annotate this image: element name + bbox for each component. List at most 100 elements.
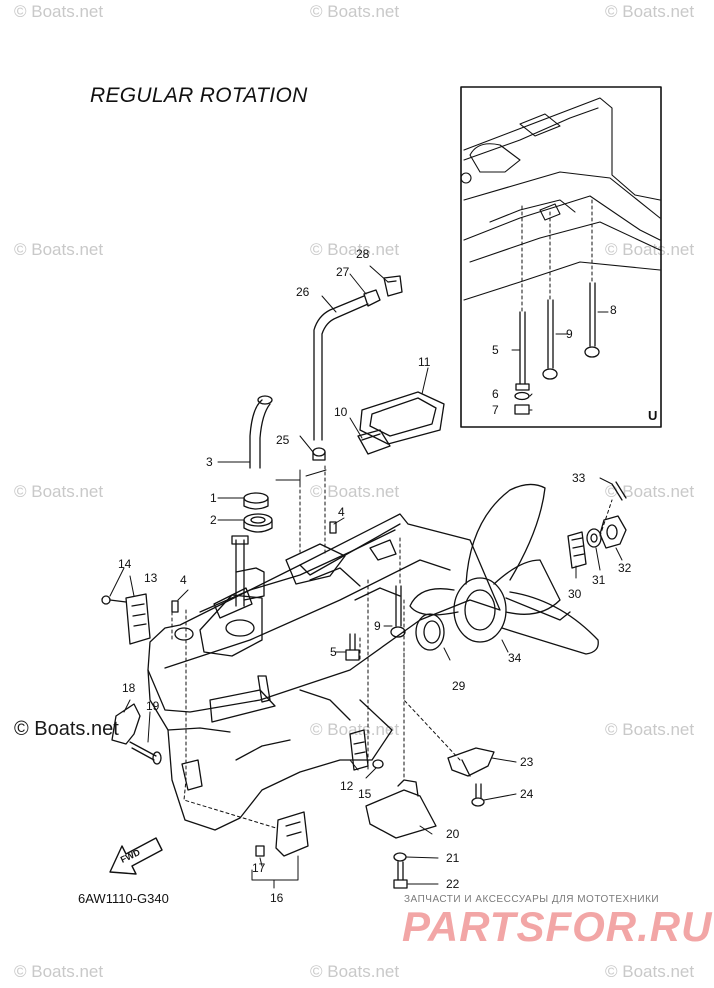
cotter-pin-33: [611, 481, 627, 501]
propeller-34: [409, 483, 599, 655]
callout-23: 23: [520, 755, 534, 769]
callout-27: 27: [336, 265, 350, 279]
watermark: © Boats.net: [605, 2, 695, 21]
callout-22: 22: [446, 877, 460, 891]
callout-29: 29: [452, 679, 466, 693]
callout-15: 15: [358, 787, 372, 801]
inset-bolt-9: [542, 299, 558, 380]
callout-21: 21: [446, 851, 460, 865]
anode-20: [365, 779, 437, 839]
inset-callout-9: 9: [566, 327, 573, 341]
inset-bolt-8: [584, 282, 600, 358]
trim-tab-18: [111, 703, 141, 745]
callout-18: 18: [122, 681, 136, 695]
inset-housing-sketch: [460, 97, 661, 301]
thrust-washer-29: [415, 613, 445, 651]
dowel-4-left: [171, 600, 179, 613]
watermark: © Boats.net: [605, 962, 695, 981]
screw-14: [101, 595, 127, 605]
inset-callout-7: 7: [492, 403, 499, 417]
watermark: © Boats.net: [14, 2, 104, 21]
spacer-30: [567, 531, 587, 569]
callout-14: 14: [118, 557, 132, 571]
holder-28: [383, 275, 403, 297]
grommet-1: [243, 492, 269, 510]
inset-callout-6: 6: [492, 387, 499, 401]
watermark: © Boats.net: [605, 482, 695, 501]
watermark: © Boats.net: [605, 240, 695, 259]
watermark: © Boats.net: [310, 2, 400, 21]
watermark: © Boats.net: [310, 240, 400, 259]
callout-9: 9: [374, 619, 381, 633]
fwd-arrow-icon: [109, 837, 163, 875]
callout-2: 2: [210, 513, 217, 527]
callout-19: 19: [146, 699, 160, 713]
callout-layer: 1234591011121314151617181920212223242526…: [118, 247, 632, 905]
callout-32: 32: [618, 561, 632, 575]
callout-24: 24: [520, 787, 534, 801]
bolt-17: [255, 845, 265, 857]
watermark: © Boats.net: [310, 482, 400, 501]
washer-15: [372, 759, 384, 769]
callout-10: 10: [334, 405, 348, 419]
nut-32: [599, 515, 627, 549]
collar-27: [363, 289, 381, 307]
seal-10: [357, 429, 391, 455]
callout-4: 4: [338, 505, 345, 519]
inset-callout-8: 8: [610, 303, 617, 317]
callout-1: 1: [210, 491, 217, 505]
callout-26: 26: [296, 285, 310, 299]
dowel-4-right: [329, 521, 337, 534]
washer-31: [586, 528, 602, 548]
diagram-code: 6AW1110-G340: [78, 891, 169, 906]
callout-17: 17: [252, 861, 266, 875]
grommet-2: [243, 513, 273, 533]
callout-12: 12: [340, 779, 354, 793]
callout-31: 31: [592, 573, 606, 587]
inset-label: U: [648, 408, 658, 423]
washer-21: [393, 852, 407, 862]
callout-20: 20: [446, 827, 460, 841]
water-tube-3: [249, 395, 273, 469]
watermark: © Boats.net: [605, 720, 695, 739]
callout-13: 13: [144, 571, 158, 585]
tube-26: [313, 295, 369, 441]
promo-brand: PARTSFOR.RU: [402, 903, 713, 950]
bolt-24: [471, 783, 485, 807]
inset-nut-7: [514, 404, 530, 415]
watermark: © Boats.net: [14, 962, 104, 981]
lower-unit-housing: [147, 513, 501, 831]
inset-callout-5: 5: [492, 343, 499, 357]
callout-4-left: 4: [180, 573, 187, 587]
callout-30: 30: [568, 587, 582, 601]
callout-25: 25: [276, 433, 290, 447]
bolt-9: [390, 585, 406, 638]
callout-11: 11: [418, 355, 431, 369]
callout-3: 3: [206, 455, 213, 469]
inset-washer-6: [514, 391, 530, 401]
callout-33: 33: [572, 471, 586, 485]
callout-34: 34: [508, 651, 522, 665]
callout-5: 5: [330, 645, 337, 659]
bolt-22: [393, 861, 408, 889]
callout-16: 16: [270, 891, 284, 905]
plug-25: [312, 447, 326, 461]
bolt-19: [129, 741, 162, 765]
anode-23: [447, 747, 495, 777]
bolt-5: [345, 633, 360, 661]
anode-16: [275, 811, 309, 857]
watermark-bold: © Boats.net: [14, 718, 119, 740]
seal-11: [359, 391, 445, 445]
inset-bolt-5: [515, 311, 530, 391]
callout-28: 28: [356, 247, 370, 261]
watermark: © Boats.net: [14, 482, 104, 501]
promo-tagline: ЗАПЧАСТИ И АКСЕССУАРЫ ДЛЯ МОТОТЕХНИКИ: [404, 894, 660, 905]
watermark: © Boats.net: [310, 962, 400, 981]
diagram-title: REGULAR ROTATION: [90, 84, 308, 107]
watermark: © Boats.net: [310, 720, 400, 739]
inset-frame: [460, 86, 662, 428]
cover-13: [125, 593, 151, 645]
watermark: © Boats.net: [14, 240, 104, 259]
